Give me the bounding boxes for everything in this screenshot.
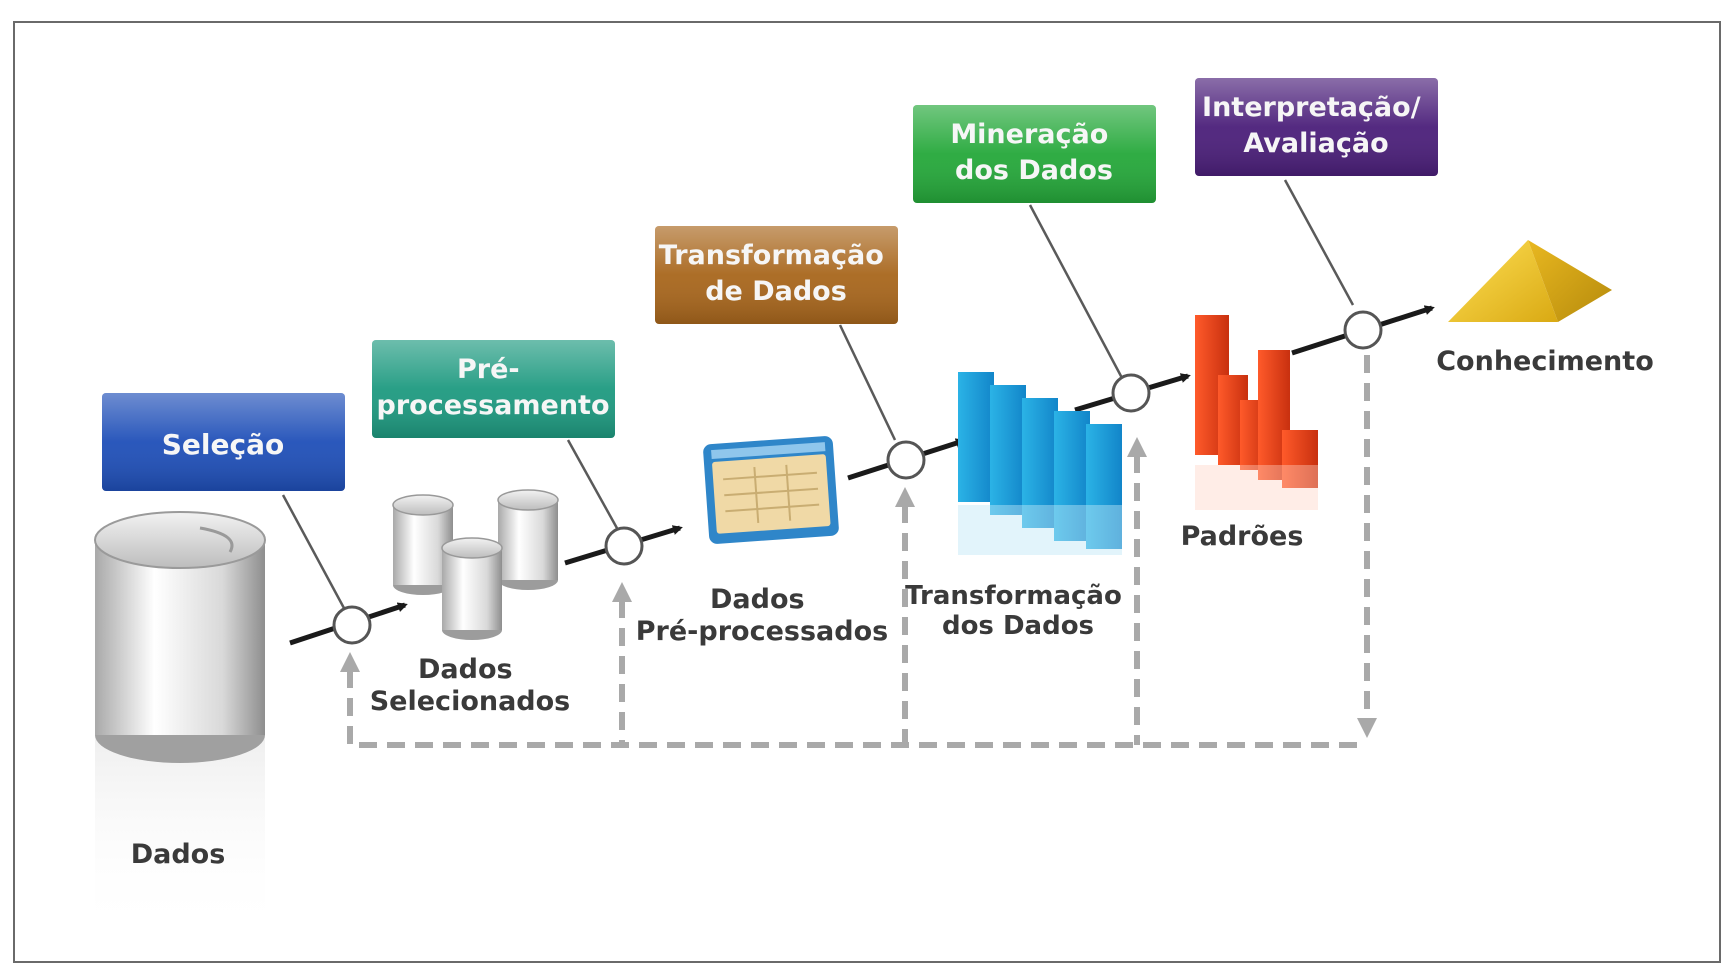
step-label-selecao: Seleção <box>162 428 284 461</box>
step-junctions <box>332 310 1383 645</box>
preprocessed-data-window-icon <box>703 436 839 544</box>
patterns-bar-chart-icon <box>1195 315 1318 510</box>
selected-data-cylinders-icon <box>392 489 559 640</box>
stage-label-conhecimento: Conhecimento <box>1436 346 1654 377</box>
feedback-loop <box>347 355 1370 748</box>
transformed-data-bars-icon <box>958 372 1122 555</box>
step-box-mineracao: Mineração dos Dados <box>913 105 1156 203</box>
step-label-pre-processamento: Pré- processamento <box>377 354 610 421</box>
step-label-interpretacao: Interpretação/ Avaliação <box>1202 92 1430 159</box>
knowledge-pyramid-icon <box>1448 240 1612 322</box>
stage-label-dados-selecionados: Dados Selecionados <box>370 654 571 717</box>
database-cylinder-icon <box>94 511 266 935</box>
step-box-selecao: Seleção <box>102 393 345 491</box>
stage-label-dados: Dados <box>131 839 226 870</box>
step-label-mineracao: Mineração dos Dados <box>950 119 1117 186</box>
step-box-interpretacao: Interpretação/ Avaliação <box>1195 78 1438 176</box>
step-box-transformacao: Transformação de Dados <box>655 226 898 324</box>
stage-label-transformacao-dos-dados: Transformação dos Dados <box>905 581 1131 641</box>
outer-frame <box>13 21 1721 963</box>
stage-label-dados-pre-processados: Dados Pré-processados <box>636 584 888 647</box>
step-label-transformacao: Transformação de Dados <box>659 240 893 307</box>
stage-label-padroes: Padrões <box>1181 521 1304 552</box>
feedback-arrowheads <box>340 437 1377 738</box>
step-connectors <box>281 179 1355 611</box>
step-box-pre-processamento: Pré- processamento <box>372 340 615 438</box>
